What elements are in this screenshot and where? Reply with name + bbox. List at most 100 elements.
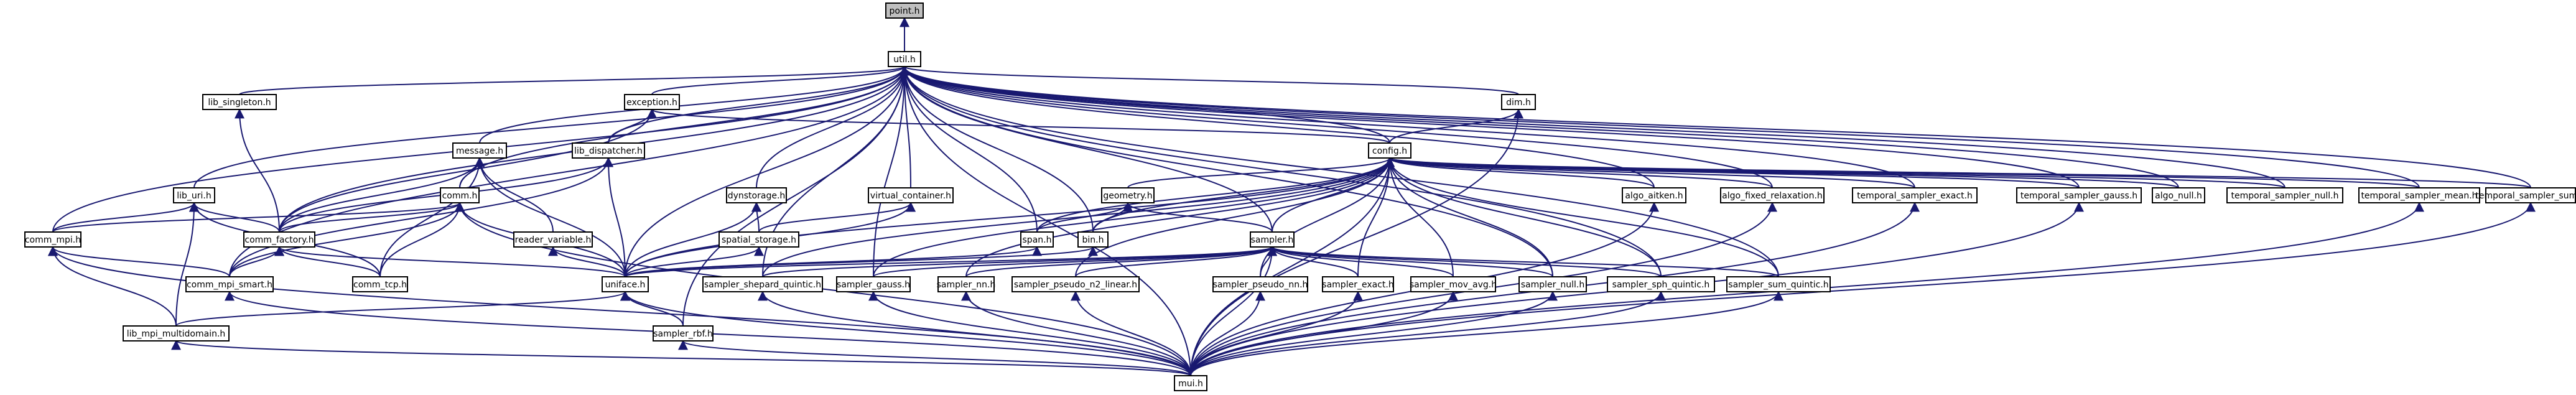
node-label: lib_mpi_multidomain.h — [127, 329, 226, 339]
node-sampler-exact[interactable]: sampler_exact.h — [1322, 276, 1394, 292]
node-label: comm_mpi_smart.h — [187, 280, 272, 290]
edge-sampler_mov_avg-to-config — [1385, 157, 1454, 277]
edge-uniface-to-lib_dispatcher — [603, 157, 626, 277]
edge-uniface-to-sampler — [625, 246, 1277, 277]
node-bin[interactable]: bin.h — [1077, 231, 1109, 248]
node-config[interactable]: config.h — [1368, 142, 1411, 159]
node-comm-tcp[interactable]: comm_tcp.h — [352, 276, 408, 292]
node-sampler-mov-avg[interactable]: sampler_mov_avg.h — [1410, 276, 1497, 292]
node-box — [123, 325, 230, 342]
node-box — [888, 51, 921, 67]
node-reader-variable[interactable]: reader_variable.h — [513, 231, 593, 248]
node-box — [1410, 276, 1496, 292]
node-sampler-null[interactable]: sampler_null.h — [1518, 276, 1587, 292]
node-lib-mpi-multidomain[interactable]: lib_mpi_multidomain.h — [123, 325, 230, 342]
node-spatial-storage[interactable]: spatial_storage.h — [718, 231, 799, 248]
edge-temporal_sampler_exact-to-config — [1385, 157, 1915, 188]
edge-geometry-to-config — [1127, 157, 1395, 188]
edge-mui-to-comm_mpi — [48, 246, 1191, 376]
edge-comm_mpi_smart-to-comm_mpi — [48, 246, 230, 277]
node-box — [653, 325, 714, 342]
node-comm-mpi-smart[interactable]: comm_mpi_smart.h — [185, 276, 274, 292]
node-temporal-sampler-null[interactable]: temporal_sampler_null.h — [2226, 187, 2343, 203]
node-label: sampler_sum_quintic.h — [1728, 280, 1828, 290]
node-box — [173, 187, 215, 203]
node-geometry[interactable]: geometry.h — [1101, 187, 1155, 203]
node-box — [513, 231, 593, 248]
node-temporal-sampler-exact[interactable]: temporal_sampler_exact.h — [1852, 187, 1978, 203]
node-point[interactable]: point.h — [885, 2, 924, 19]
edge-sampler_sum_quintic-to-config — [1385, 157, 1779, 277]
node-label: sampler_rbf.h — [653, 329, 713, 339]
node-exception[interactable]: exception.h — [624, 94, 680, 110]
edge-sampler_pseudo_n2_linear-to-sampler — [1075, 246, 1277, 277]
node-sampler-gauss[interactable]: sampler_gauss.h — [836, 276, 911, 292]
edge-sampler_shepard_quintic-to-config — [762, 157, 1395, 277]
node-util[interactable]: util.h — [888, 51, 921, 67]
node-label: spatial_storage.h — [722, 235, 796, 245]
node-sampler-pseudo-n2-linear[interactable]: sampler_pseudo_n2_linear.h — [1011, 276, 1140, 292]
edge-mui-to-sampler — [1190, 246, 1277, 376]
node-temporal-sampler-sum[interactable]: temporal_sampler_sum.h — [2475, 187, 2576, 203]
node-comm[interactable]: comm.h — [440, 187, 480, 203]
node-sampler-nn[interactable]: sampler_nn.h — [937, 276, 996, 292]
edge-comm_factory-to-message — [279, 157, 485, 233]
node-sampler-pseudo-nn[interactable]: sampler_pseudo_nn.h — [1212, 276, 1308, 292]
edge-sampler_rbf-to-util — [682, 65, 909, 327]
edge-lib_mpi_multidomain-to-lib_uri — [175, 202, 199, 327]
edge-mui-to-sampler_mov_avg — [1190, 290, 1458, 376]
edge-message-to-util — [479, 65, 909, 144]
node-label: sampler_nn.h — [937, 280, 996, 290]
node-label: comm_mpi.h — [25, 235, 81, 245]
node-label: point.h — [889, 6, 919, 16]
edge-uniface-to-bin — [625, 246, 1098, 277]
node-sampler-shepard-quintic[interactable]: sampler_shepard_quintic.h — [702, 276, 823, 292]
node-mui[interactable]: mui.h — [1174, 375, 1207, 391]
node-temporal-sampler-mean[interactable]: temporal_sampler_mean.h — [2358, 187, 2480, 203]
node-lib-dispatcher[interactable]: lib_dispatcher.h — [572, 142, 645, 159]
node-label: sampler_exact.h — [1322, 280, 1393, 290]
node-box — [1501, 94, 1536, 110]
node-box — [2485, 187, 2576, 203]
node-dim[interactable]: dim.h — [1501, 94, 1536, 110]
edge-mui-to-sampler_shepard_quintic — [758, 290, 1191, 376]
node-sampler[interactable]: sampler.h — [1250, 231, 1295, 248]
node-message[interactable]: message.h — [452, 142, 507, 159]
node-label: geometry.h — [1103, 191, 1152, 201]
edge-algo_aitken-to-util — [900, 65, 1655, 188]
node-algo-fixed-relaxation[interactable]: algo_fixed_relaxation.h — [1720, 187, 1825, 203]
node-box — [1622, 187, 1686, 203]
node-temporal-sampler-gauss[interactable]: temporal_sampler_gauss.h — [2016, 187, 2142, 203]
edge-mui-to-uniface — [620, 290, 1191, 376]
edge-temporal_sampler_mean-to-util — [900, 65, 2420, 188]
node-algo-null[interactable]: algo_null.h — [2152, 187, 2205, 203]
node-dynstorage[interactable]: dynstorage.h — [726, 187, 787, 203]
node-box — [2226, 187, 2343, 203]
node-comm-mpi[interactable]: comm_mpi.h — [24, 231, 81, 248]
edge-mui-to-sampler_nn — [961, 290, 1191, 376]
edge-uniface-to-reader_variable — [548, 246, 626, 277]
node-label: sampler_shepard_quintic.h — [704, 280, 821, 290]
node-label: uniface.h — [605, 280, 646, 290]
node-label: temporal_sampler_null.h — [2231, 191, 2339, 201]
node-sampler-sum-quintic[interactable]: sampler_sum_quintic.h — [1726, 276, 1831, 292]
node-label: virtual_container.h — [870, 191, 951, 201]
node-sampler-rbf[interactable]: sampler_rbf.h — [653, 325, 714, 342]
node-lib-uri[interactable]: lib_uri.h — [173, 187, 215, 203]
node-sampler-sph-quintic[interactable]: sampler_sph_quintic.h — [1607, 276, 1715, 292]
node-virtual-container[interactable]: virtual_container.h — [868, 187, 954, 203]
node-box — [1322, 276, 1394, 292]
edge-uniface-to-message — [475, 157, 626, 277]
edge-config-to-exception — [647, 108, 1390, 144]
node-box — [1077, 231, 1109, 248]
node-comm-factory[interactable]: comm_factory.h — [243, 231, 315, 248]
node-uniface[interactable]: uniface.h — [602, 276, 649, 292]
node-label: sampler_gauss.h — [837, 280, 910, 290]
node-span[interactable]: span.h — [1020, 231, 1054, 248]
edge-sampler_nn-to-sampler — [965, 246, 1277, 277]
edge-spatial_storage-to-virtual_container — [758, 202, 916, 233]
node-lib-singleton[interactable]: lib_singleton.h — [202, 94, 277, 110]
node-box — [718, 231, 799, 248]
node-label: sampler_pseudo_n2_linear.h — [1014, 280, 1137, 290]
node-algo-aitken[interactable]: algo_aitken.h — [1622, 187, 1686, 203]
